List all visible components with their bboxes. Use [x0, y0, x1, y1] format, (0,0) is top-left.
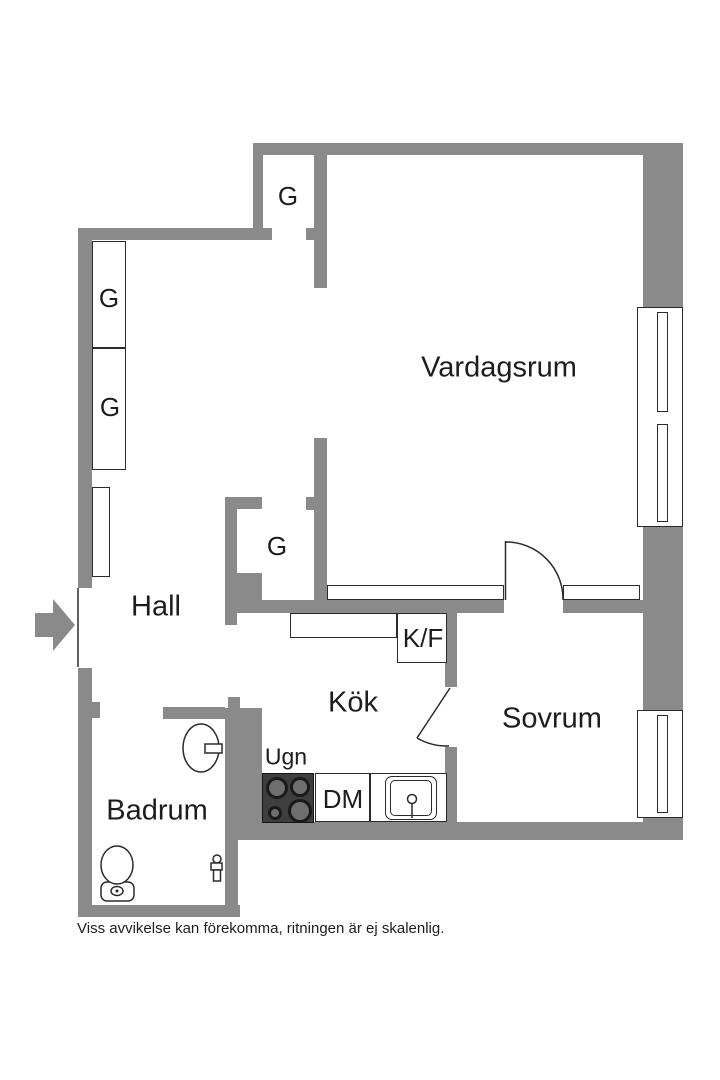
wall-hall-livingroom-upper [314, 155, 327, 288]
wall-right-2 [643, 527, 683, 710]
wall-jamb-top [306, 228, 314, 240]
bathroom-tap-icon [210, 854, 223, 882]
wall-bedroom-north [563, 600, 643, 613]
livingroom-wall-bench-right [563, 585, 640, 600]
wall-bathroom-east-lower [225, 840, 238, 917]
window-livingroom-glass-lower [657, 424, 668, 522]
wall-left-upper [78, 228, 92, 588]
wardrobe-label-hall: G [266, 531, 288, 561]
wardrobe-label-1: G [98, 283, 120, 313]
wall-jamb-mid [306, 497, 314, 510]
wall-hall-livingroom-lower [314, 438, 327, 613]
kitchen-door-leaf [416, 687, 451, 739]
radiator-hall [92, 487, 110, 577]
fridge-freezer-label: K/F [402, 623, 444, 653]
dishwasher-box [315, 773, 370, 822]
wall-top-main [253, 143, 683, 155]
wall-south-main [262, 822, 683, 840]
kitchen-counter-north [290, 613, 397, 638]
wall-kitchen-east-upper [445, 613, 457, 687]
room-label-badrum: Badrum [106, 794, 208, 827]
bedroom-door-swing-arc [505, 541, 564, 601]
wall-kitchen-east-lower [445, 747, 457, 822]
wall-hall-top [78, 228, 272, 240]
oven-label: Ugn [264, 743, 308, 770]
kitchen-sink-faucet-icon [406, 793, 418, 818]
burner [266, 777, 288, 799]
wall-left-lower [78, 668, 92, 917]
kitchen-door-swing-arc [416, 737, 450, 747]
wall-right-1 [643, 155, 683, 307]
wall-kitchen-north [225, 600, 504, 613]
wardrobe-box-2 [92, 348, 126, 470]
washbasin-icon [182, 723, 223, 773]
wardrobe-label-2: G [99, 392, 121, 422]
wall-bathroom-east-notch [228, 697, 240, 709]
wall-right-3 [643, 818, 683, 840]
dishwasher-label: DM [322, 784, 364, 814]
wall-bathroom-north [163, 707, 225, 719]
burner [290, 777, 310, 797]
wardrobe-box-1 [92, 241, 126, 348]
room-label-kok: Kök [328, 686, 378, 719]
disclaimer-text: Viss avvikelse kan förekomma, ritningen … [77, 920, 445, 937]
burner [288, 799, 312, 823]
burner [268, 806, 282, 820]
wall-bathroom-south [78, 905, 240, 917]
wall-bathroom-east [225, 708, 262, 840]
wall-bathroom-door-jamb [92, 702, 100, 718]
window-bedroom-glass [657, 715, 668, 813]
wall-hall-closet-left [225, 497, 237, 625]
room-label-hall: Hall [131, 590, 181, 623]
stove-icon [262, 773, 314, 823]
window-livingroom-glass-upper [657, 312, 668, 412]
wall-top-closet-left [253, 155, 263, 240]
room-label-vardagsrum: Vardagsrum [421, 351, 577, 384]
livingroom-wall-bench-left [327, 585, 504, 600]
toilet-icon [100, 845, 135, 902]
fridge-freezer-box [397, 613, 447, 663]
wardrobe-label-top: G [277, 181, 299, 211]
room-label-sovrum: Sovrum [502, 702, 602, 735]
wall-hall-closet-corner [237, 573, 262, 600]
